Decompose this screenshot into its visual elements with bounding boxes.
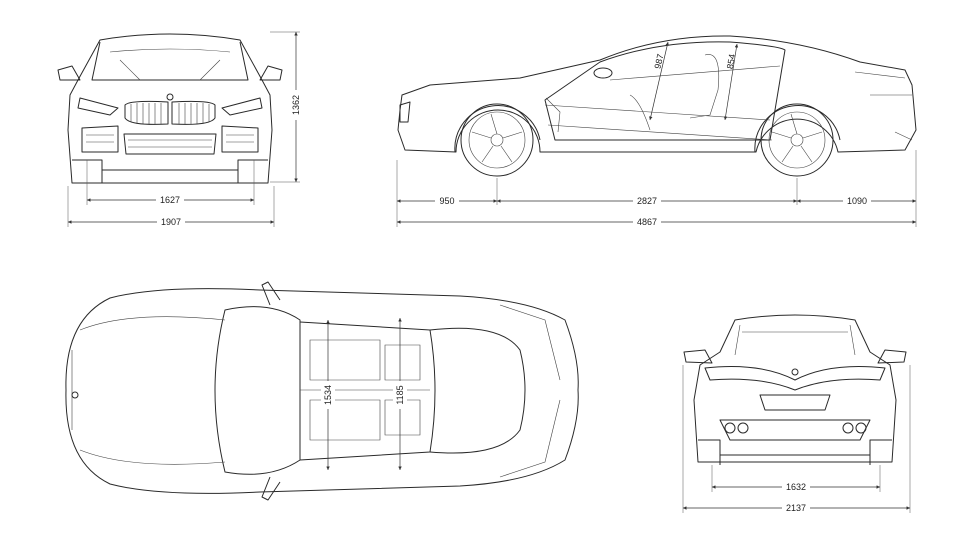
front-overhang-label: 950 [439,196,454,206]
length-label: 4867 [637,217,657,227]
wheelbase-label: 2827 [637,196,657,206]
front-headroom-label: 987 [653,53,666,70]
top-view: 1534 1185 [65,281,579,501]
front-height-label: 1362 [291,95,301,115]
front-track-label: 1627 [160,195,180,205]
rear-overhang-label: 1090 [847,196,867,206]
rear-width-label: 2137 [786,503,806,513]
rear-headroom-label: 854 [725,53,737,70]
rear-shoulder-label: 1185 [395,385,405,404]
front-shoulder-label: 1534 [323,385,333,405]
side-view: 987 854 950 2827 1090 4867 [396,35,917,228]
rear-track-label: 1632 [786,482,806,492]
front-view: 1362 1627 1907 [57,31,303,228]
rear-view: 1632 2137 [682,314,911,514]
front-width-label: 1907 [161,217,181,227]
